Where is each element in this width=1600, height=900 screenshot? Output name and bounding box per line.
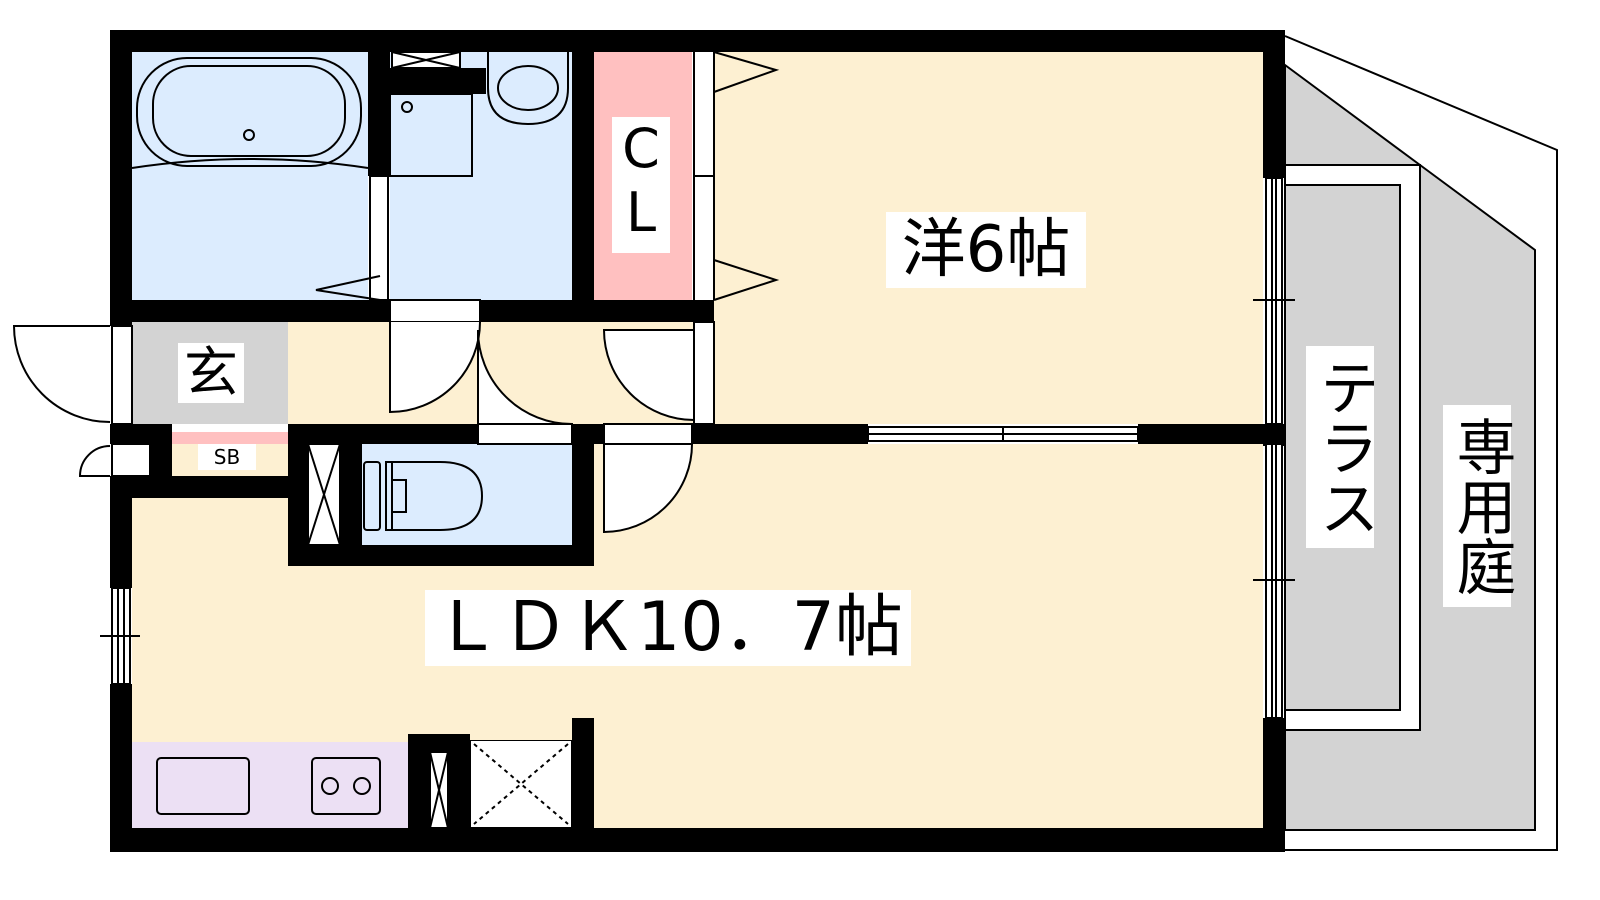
wall-fridge [572, 718, 594, 828]
wall-right-bottom [1263, 718, 1285, 852]
entrance-door-icon [12, 325, 111, 423]
wall-mid-h1 [110, 300, 390, 322]
wall-mid-h2 [480, 300, 714, 322]
sink-icon [487, 52, 569, 126]
entrance-label: 玄 [178, 343, 244, 403]
wall-bed-ldk-2 [1138, 424, 1285, 444]
private-garden-label: 専用庭 [1443, 405, 1516, 607]
kitchen-sink-icon [156, 757, 250, 815]
wall-bath-wash [368, 52, 390, 176]
shoe-box-label: SB [198, 444, 256, 470]
wall-bed-ldk-1 [692, 424, 868, 444]
wall-wash-top [390, 68, 486, 94]
wall-sb-bottom [110, 476, 288, 498]
wall-toilet-left [288, 424, 308, 566]
ldk-label: ＬＤＫ10．7帖 [425, 590, 911, 666]
stove-icon [311, 757, 381, 815]
wall-toilet-right [572, 424, 594, 566]
bathroom [132, 52, 368, 300]
wall-left-bottom [110, 684, 132, 852]
bathtub-icon [136, 57, 362, 167]
wall-wash-cl [572, 52, 594, 322]
wall-toilet-top [288, 424, 478, 444]
toilet-room [362, 444, 572, 545]
wall-left-upper [110, 30, 132, 326]
toilet-icon [363, 461, 381, 531]
sliding-door-icon [868, 427, 1138, 441]
western-room-label: 洋6帖 [886, 212, 1086, 288]
terrace-label: テラス [1306, 346, 1379, 548]
wall-toilet-inner [340, 444, 362, 566]
closet-label: CL [612, 117, 670, 253]
wall-top [110, 30, 1285, 52]
wall-left-lower [110, 476, 132, 588]
wall-right-top [1263, 30, 1285, 178]
wall-bottom [110, 828, 1285, 852]
closet-door-icon [713, 51, 780, 301]
washer-icon [389, 93, 473, 177]
wall-toilet-bottom [288, 545, 594, 566]
